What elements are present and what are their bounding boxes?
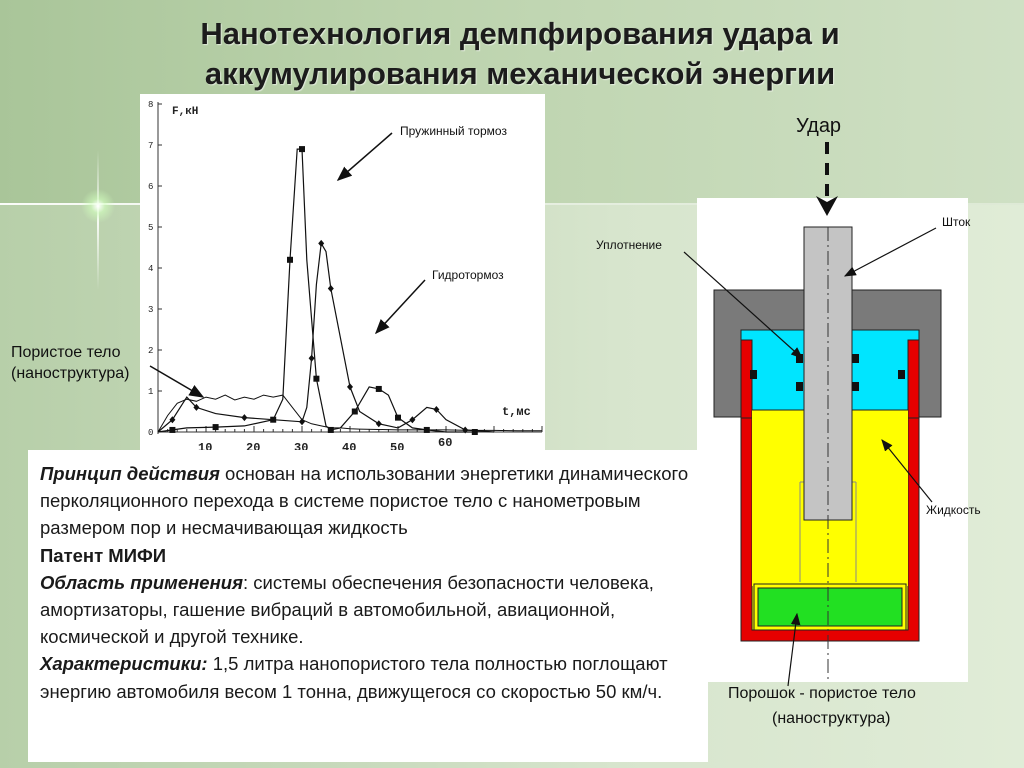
label-porous-line-1: Пористое тело (11, 344, 121, 361)
label-hydro-brake: Гидротормоз (432, 268, 504, 282)
series-marker-1 (433, 405, 440, 413)
description-panel: Принцип действия основан на использовани… (28, 450, 708, 762)
characteristics-text: 1,5 литра нанопористого тела полностью п… (40, 653, 668, 702)
housing-right-wall (907, 339, 920, 419)
y-tick-label: 4 (148, 264, 153, 274)
application-lead: Область применения (40, 571, 243, 593)
sparkle-decoration (78, 186, 118, 226)
series-marker-1 (375, 420, 382, 428)
principle-lead: Принцип действия (40, 463, 220, 484)
y-axis-label: F,кН (172, 106, 198, 118)
slide-title: Нанотехнология демпфирования удара и акк… (120, 14, 920, 94)
powder-label-line-2: (наноструктура) (772, 710, 890, 727)
characteristics-lead: Характеристики: (40, 653, 208, 675)
application-text: : системы обеспечения безопасности челов… (40, 571, 654, 648)
series-marker-1 (193, 403, 200, 411)
series-marker-1 (241, 414, 248, 422)
series-marker-0 (169, 426, 176, 433)
series-line-2 (157, 394, 542, 433)
series-marker-1 (308, 354, 315, 362)
series-marker-1 (318, 239, 325, 247)
y-tick-label: 0 (148, 428, 153, 438)
x-axis-label: t,мс (502, 405, 531, 419)
seal-dot (852, 382, 859, 391)
series-marker-0 (471, 429, 478, 435)
series-marker-0 (327, 426, 334, 433)
arrow-rod (843, 227, 937, 277)
series-marker-0 (212, 424, 219, 431)
seal-label: Уплотнение (596, 238, 662, 252)
y-tick-label: 5 (148, 223, 153, 233)
powder-label-line-1: Порошок - пористое тело (728, 685, 916, 702)
series-marker-0 (375, 385, 382, 392)
series-marker-1 (169, 416, 176, 424)
impact-label: Удар (796, 115, 841, 137)
y-tick-label: 8 (148, 100, 153, 110)
y-tick-label: 3 (148, 305, 153, 315)
seal-dot (796, 382, 803, 391)
arrow-seal (683, 251, 803, 359)
y-tick-label: 6 (148, 182, 153, 192)
series-marker-1 (409, 416, 416, 424)
series-marker-0 (313, 375, 320, 382)
series-marker-0 (351, 408, 358, 415)
seal-dot (750, 370, 757, 379)
application-paragraph: Область применения: системы обеспечения … (40, 569, 694, 651)
series-group (157, 146, 542, 435)
label-spring-brake: Пружинный тормоз (400, 124, 507, 138)
series-marker-0 (299, 146, 305, 153)
seal-dot (898, 370, 905, 379)
series-marker-0 (395, 414, 401, 421)
series-marker-1 (327, 285, 334, 292)
patent-line: Патент МИФИ (40, 544, 167, 566)
liquid-label: Жидкость (926, 503, 981, 517)
impact-arrow-head (816, 196, 838, 216)
x-tick-label: 60 (438, 436, 452, 450)
seal-dot (852, 354, 859, 363)
series-marker-1 (347, 383, 353, 391)
slide-title-line-1: Нанотехнология демпфирования удара и (200, 16, 840, 51)
characteristics-paragraph: Характеристики: 1,5 литра нанопористого … (40, 650, 694, 704)
arrow-liquid (881, 439, 933, 503)
slide-title-line-2: аккумулирования механической энергии (204, 56, 836, 91)
series-line-1 (157, 241, 495, 433)
powder-block (757, 587, 903, 627)
principle-text: основан на использовании энергетики дина… (40, 463, 689, 539)
label-porous-body: Пористое тело (наноструктура) (11, 342, 129, 384)
y-tick-label: 7 (148, 141, 153, 151)
series-marker-0 (287, 256, 293, 263)
y-tick-label: 2 (148, 346, 153, 356)
rod-label: Шток (942, 215, 971, 229)
label-porous-line-2: (наноструктура) (11, 365, 130, 382)
arrow-powder (787, 612, 801, 687)
principle-paragraph: Принцип действия основан на использовани… (40, 460, 694, 542)
